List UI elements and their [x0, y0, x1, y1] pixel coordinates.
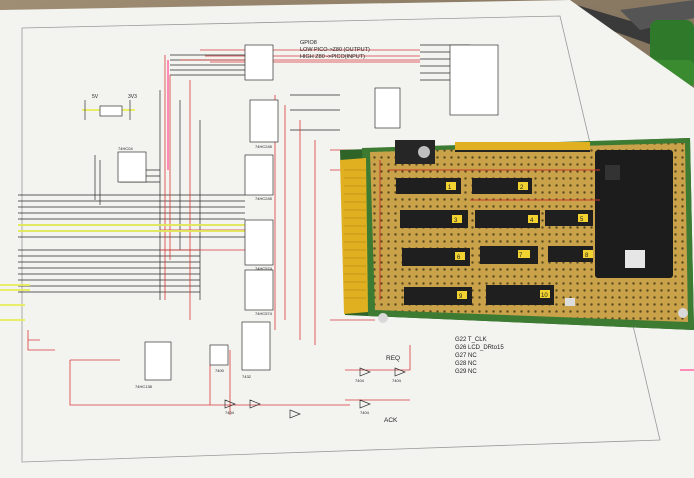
schematic-chip-labels: 74HC245 74HC245 74HC574 74HC574 74HC138 …	[118, 144, 402, 415]
schematic-ic-symbols	[117, 44, 499, 381]
prototype-board: 1 2 3 4 5 6 7 8 9 10	[340, 138, 694, 330]
chip-tag: 3	[454, 218, 458, 224]
chip-tag: 4	[530, 218, 534, 224]
chip-tag: 9	[459, 294, 463, 300]
pico-module	[595, 150, 673, 278]
chip-tag: 8	[585, 253, 589, 259]
chip-label: 74HC138	[135, 384, 153, 389]
edge-connector	[340, 158, 368, 314]
chip-label: 74HC574	[255, 266, 273, 271]
schematic-title-line-1: GPIO8	[300, 40, 317, 46]
schematic-title-block: GPIO8 LOW PICO->Z80 (OUTPUT) HIGH Z80 ->…	[300, 40, 370, 60]
chip-label: 74HC574	[255, 311, 273, 316]
chip-label: 7432	[242, 374, 252, 379]
net-label: G28 NC	[455, 361, 477, 367]
chip-tag: 5	[580, 217, 584, 223]
chip-label: 74HC245	[255, 196, 273, 201]
power-label-3v3: 3V3	[128, 94, 137, 100]
net-label: G29 NC	[455, 369, 477, 375]
chip-tag: 10	[541, 293, 548, 299]
schematic-title-line-2: LOW PICO->Z80 (OUTPUT)	[300, 47, 370, 53]
req-signal-label: REQ	[386, 355, 400, 362]
net-label: G26 LCD_DRto15	[455, 345, 504, 351]
gpio-net-labels: G22 T_CLK G26 LCD_DRto15 G27 NC G28 NC G…	[455, 337, 504, 375]
chip-label: 74HC245	[255, 144, 273, 149]
chip-label: 7404	[355, 378, 365, 383]
chip-tag: 1	[448, 185, 452, 191]
chip-label: 7400	[215, 368, 225, 373]
chip-label: 7404	[360, 410, 370, 415]
chip-tag: 7	[519, 253, 523, 259]
highlight-pink-traces	[167, 60, 694, 371]
power-label-5v: 5V	[92, 94, 99, 100]
chip-tag: 6	[457, 255, 461, 261]
chip-number-tags: 1 2 3 4 5 6 7 8 9 10	[446, 182, 593, 300]
chip-label: 7404	[225, 410, 235, 415]
net-label: G27 NC	[455, 353, 477, 359]
power-regulator-symbol	[84, 100, 131, 120]
schematic-gate-symbols	[224, 367, 406, 419]
chip-label: 74HC04	[118, 146, 133, 151]
schematic-title-line-3: HIGH Z80 ->PICO(INPUT)	[300, 54, 365, 60]
chip-tag: 2	[520, 185, 524, 191]
chip-label: 7404	[392, 378, 402, 383]
pin-header	[455, 142, 590, 150]
ack-signal-label: ACK	[384, 417, 398, 424]
net-label: G22 T_CLK	[455, 337, 487, 343]
